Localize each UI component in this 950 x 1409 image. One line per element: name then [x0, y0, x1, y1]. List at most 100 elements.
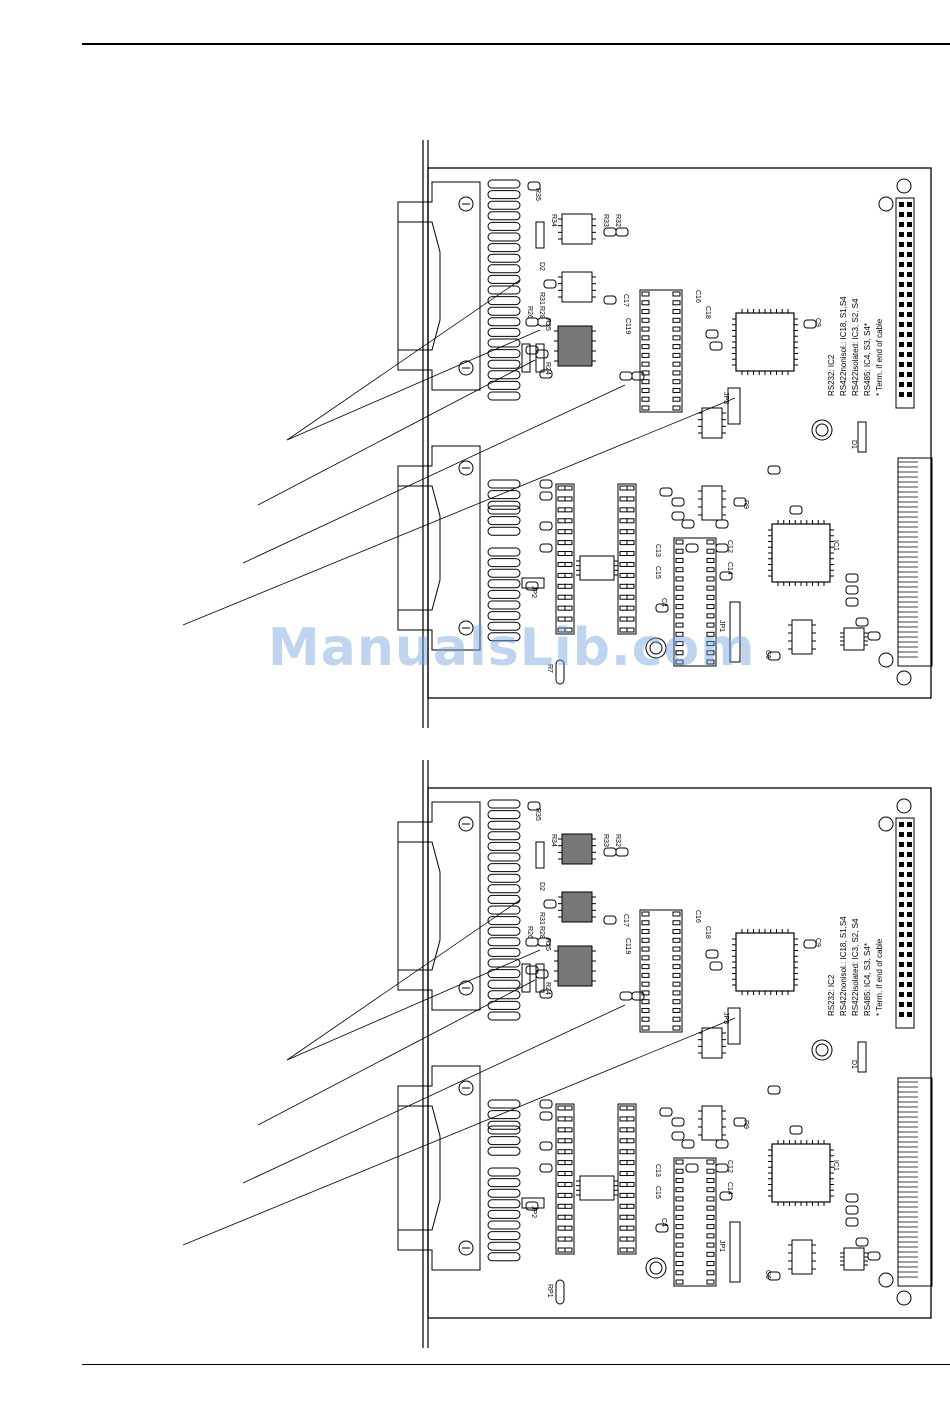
leader-line: [286, 279, 521, 441]
socket-contact: [564, 1105, 573, 1111]
socket-contact: [626, 1214, 635, 1220]
passive-component: [845, 597, 859, 607]
terminal-pin: [487, 296, 521, 306]
edge-pin: [899, 232, 904, 237]
passive-component: [659, 1107, 673, 1117]
socket-contact: [675, 539, 684, 545]
edge-pin: [907, 362, 912, 367]
socket-contact: [564, 1116, 573, 1122]
socket-contact: [706, 641, 715, 647]
passive-component: [715, 1139, 729, 1149]
component-label: R7: [546, 664, 553, 673]
plcc-chip: [771, 523, 831, 583]
socket-contact: [619, 1171, 628, 1177]
mounting-hole: [896, 1290, 912, 1306]
terminal-pin: [487, 820, 521, 830]
socket-contact: [675, 1205, 684, 1211]
socket-contact: [619, 1181, 628, 1187]
socket-contact: [626, 1236, 635, 1242]
mounting-hole: [878, 816, 894, 832]
leader-line: [286, 949, 541, 1061]
socket-contact: [675, 585, 684, 591]
edge-pin: [907, 982, 912, 987]
socket-contact: [641, 937, 650, 943]
socket-contact: [672, 964, 681, 970]
socket-contact: [706, 1233, 715, 1239]
config-note: * Term. if end of cable: [875, 318, 884, 396]
socket-contact: [557, 551, 566, 557]
plcc-chip: [735, 312, 795, 372]
socket-contact: [619, 551, 628, 557]
config-note: RS485: IC4, S3, S4*: [863, 943, 872, 1016]
socket-contact: [706, 604, 715, 610]
edge-pin: [899, 382, 904, 387]
edge-pin: [907, 892, 912, 897]
socket-contact: [557, 594, 566, 600]
socket-contact: [706, 659, 715, 665]
socket-contact: [641, 291, 650, 297]
passive-component: [603, 227, 617, 237]
terminal-pin: [487, 958, 521, 968]
component-label: R25: [544, 938, 551, 951]
socket-contact: [675, 622, 684, 628]
edge-pin: [899, 862, 904, 867]
subd-connector: [397, 181, 481, 391]
socket-contact: [619, 583, 628, 589]
component-label: C14: [726, 562, 733, 575]
edge-pin: [899, 292, 904, 297]
socket-contact: [557, 1214, 566, 1220]
passive-component: [543, 279, 557, 289]
socket-contact: [564, 1192, 573, 1198]
config-note: RS422isolated: IC3, S2, S4: [851, 918, 860, 1016]
terminal-pin: [487, 359, 521, 369]
socket-contact: [641, 317, 650, 323]
terminal-pin: [487, 349, 521, 359]
socket-contact: [626, 540, 635, 546]
edge-pin: [907, 252, 912, 257]
socket-contact: [641, 1025, 650, 1031]
terminal-pin: [487, 558, 521, 568]
socket-contact: [706, 539, 715, 545]
socket-contact: [557, 1236, 566, 1242]
edge-pin: [907, 832, 912, 837]
component-label: C6: [764, 650, 771, 659]
terminal-pin: [487, 253, 521, 263]
edge-pin: [907, 342, 912, 347]
component-label: C13: [654, 544, 661, 557]
terminal-pin: [487, 526, 521, 536]
edge-pin: [907, 902, 912, 907]
socket-contact: [619, 1192, 628, 1198]
electrolytic-capacitor-inner: [815, 1043, 829, 1057]
socket-contact: [675, 1187, 684, 1193]
socket-contact: [557, 485, 566, 491]
ic: [701, 485, 723, 521]
passive-component: [631, 371, 645, 381]
socket-contact: [564, 485, 573, 491]
socket-contact: [626, 1105, 635, 1111]
ic: [561, 891, 593, 923]
socket-contact: [675, 1270, 684, 1276]
socket-contact: [557, 1192, 566, 1198]
component-label: C9: [814, 938, 821, 947]
passive-component: [539, 1163, 553, 1173]
passive-component: [539, 491, 553, 501]
passive-component: [539, 1141, 553, 1151]
edge-pin: [907, 232, 912, 237]
passive-component: [709, 961, 723, 971]
socket-contact: [619, 485, 628, 491]
passive-component: [655, 1223, 669, 1233]
socket-contact: [675, 1177, 684, 1183]
edge-pin: [899, 302, 904, 307]
mounting-screw: [458, 1240, 474, 1256]
socket-contact: [619, 507, 628, 513]
electrolytic-capacitor: [645, 1257, 667, 1279]
jumper: [729, 1221, 741, 1283]
socket-contact: [672, 344, 681, 350]
component-label: JP3: [722, 392, 729, 404]
socket-contact: [675, 1261, 684, 1267]
passive-component: [867, 1251, 881, 1261]
resistor: [555, 1279, 565, 1305]
component-label: C4: [660, 1218, 667, 1227]
passive-component: [681, 1139, 695, 1149]
